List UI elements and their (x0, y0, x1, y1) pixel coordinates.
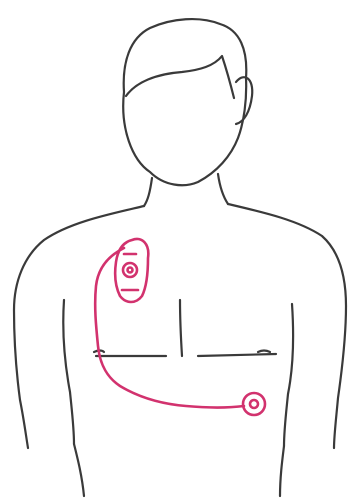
reservoir-center (250, 400, 258, 408)
sternum-line (180, 300, 182, 356)
catheter-tube (95, 248, 244, 408)
left-inner-arm (63, 300, 74, 444)
body-outline (14, 19, 346, 496)
right-torso (280, 446, 284, 496)
left-torso (74, 444, 84, 496)
access-reservoir (243, 393, 265, 415)
neck-left (144, 178, 152, 206)
pump-port-center (128, 268, 133, 273)
pump-port (123, 263, 137, 277)
hair-outline (126, 56, 234, 98)
head-outline (123, 19, 246, 185)
right-inner-arm (284, 304, 293, 446)
right-pectoral (198, 354, 276, 356)
neck-right (218, 174, 228, 204)
ear-outline (236, 77, 252, 124)
right-nipple (258, 351, 270, 353)
